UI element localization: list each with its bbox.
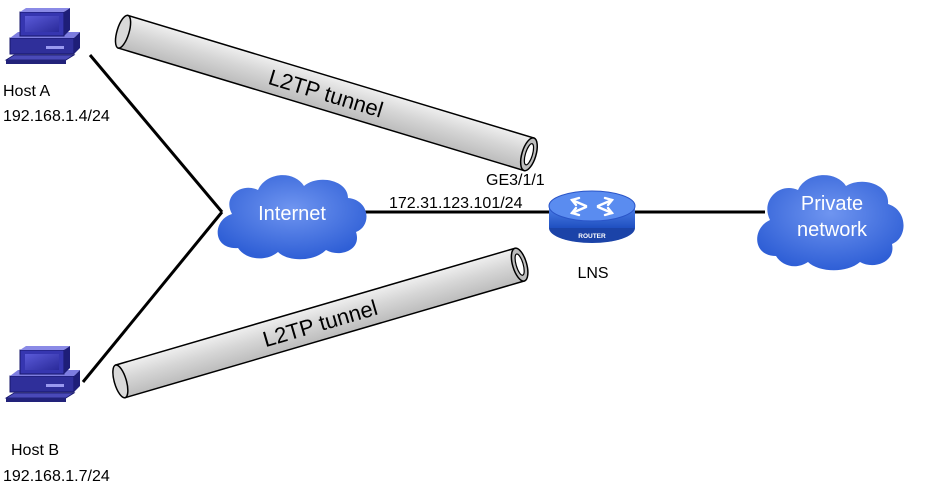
desktop-computer-icon (4, 346, 80, 402)
link-host-a-internet (88, 54, 224, 213)
router-interface: GE3/1/1 (486, 172, 545, 189)
tunnel-bottom-label: L2TP tunnel (260, 295, 381, 352)
router-badge: ROUTER (578, 233, 606, 240)
internet-cloud: Internet (217, 175, 367, 260)
private-network-label-line1: Private (801, 193, 863, 215)
host-a-name: Host A (3, 83, 50, 100)
host-b-name: Host B (11, 442, 59, 459)
host-a-ip: 192.168.1.4/24 (3, 108, 110, 125)
cloud-icon (757, 175, 904, 271)
router-ip: 172.31.123.101/24 (389, 195, 523, 212)
private-network-cloud: Private network (757, 175, 904, 271)
host-b-ip: 192.168.1.7/24 (3, 468, 110, 485)
lns-router: ROUTER LNS GE3/1/1 172.31.123.101/24 (389, 172, 636, 282)
desktop-computer-icon (4, 8, 80, 64)
tunnel-top-label: L2TP tunnel (266, 64, 386, 122)
cloud-icon (217, 175, 367, 260)
l2tp-tunnel-top: L2TP tunnel (114, 14, 539, 172)
host-b: Host B 192.168.1.7/24 (3, 346, 110, 485)
link-host-b-internet (81, 211, 224, 383)
connections (81, 54, 765, 383)
internet-label: Internet (258, 203, 326, 225)
l2tp-tunnel-bottom: L2TP tunnel (112, 247, 529, 399)
private-network-label-line2: network (797, 219, 868, 241)
router-name: LNS (577, 265, 608, 282)
router-icon: ROUTER (548, 190, 636, 243)
host-a: Host A 192.168.1.4/24 (3, 8, 110, 125)
